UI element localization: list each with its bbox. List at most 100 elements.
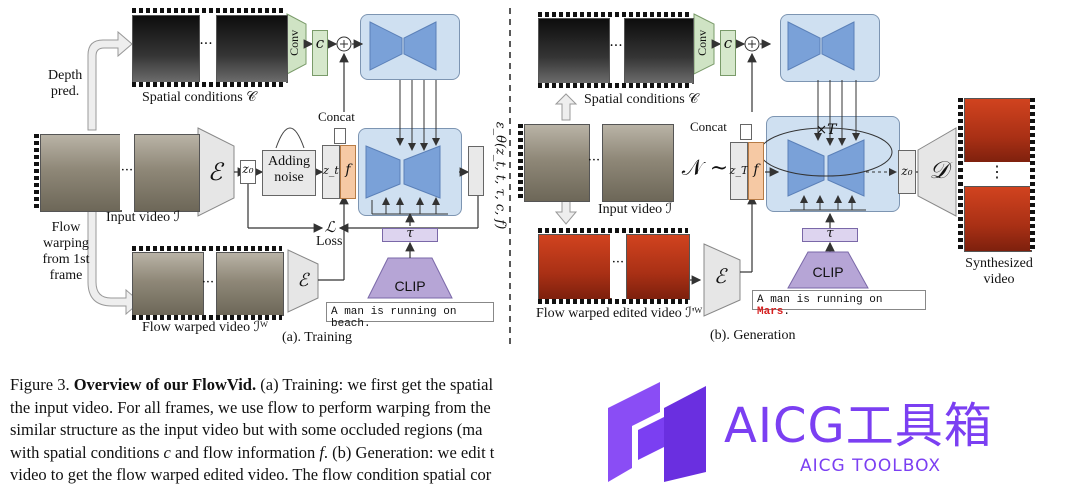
input-video-label: Input video ℐ	[106, 210, 181, 225]
gen-z0-box	[898, 150, 916, 194]
watermark-title: AICG工具箱	[724, 398, 993, 454]
gen-f-box	[748, 142, 764, 200]
tau-box	[382, 228, 438, 242]
caption-line-5: video to get the flow warped edited vide…	[10, 465, 492, 485]
film-strip	[132, 315, 282, 320]
synth-frame	[964, 186, 1032, 252]
caption-line-4-pre: with spatial conditions	[10, 442, 164, 462]
synthesized-video-label: Synthesized video	[965, 256, 1033, 288]
caption-line-4-mid: and flow information	[170, 442, 320, 462]
depth-frame	[132, 15, 200, 83]
watermark-logo-icon	[608, 382, 706, 482]
caption-figure-label: Figure 3.	[10, 375, 74, 394]
z0-symbol: z₀	[242, 162, 254, 176]
f-box	[340, 145, 356, 199]
ellipsis: ···	[609, 38, 623, 54]
noise-symbol: 𝒩 ~	[681, 156, 729, 181]
diagram-lines	[87, 8, 957, 345]
input-frame	[134, 134, 200, 212]
watermark-subtitle: AICG TOOLBOX	[800, 456, 942, 476]
gen-concat-label: Concat	[690, 119, 727, 134]
gen-encoder-symbol: ℰ	[713, 264, 727, 288]
gen-tau-symbol: τ	[826, 226, 834, 241]
concat-stub	[334, 128, 346, 144]
gen-clip-label: CLIP	[812, 264, 844, 280]
adding-noise-label: Adding noise	[268, 154, 310, 186]
c-box	[312, 30, 328, 76]
zT-box	[730, 142, 748, 200]
ellipsis: ···	[611, 255, 625, 270]
film-strip	[538, 83, 692, 88]
gen-prompt-prefix: A man is running on	[757, 294, 883, 306]
training-caption: (a). Training	[282, 330, 352, 345]
frame-gap	[120, 134, 134, 210]
caption-line-1-rest: (a) Training: we first get the spatial	[256, 375, 494, 394]
depth-frame	[538, 18, 610, 84]
epsilon-label: ε_θ(z_t, t, τ, c, f)	[492, 121, 508, 230]
film-strip	[132, 246, 282, 251]
input-frame	[40, 134, 122, 212]
conv-label: Conv	[287, 29, 302, 56]
film-strip	[34, 134, 39, 210]
edited-frame	[626, 234, 690, 300]
warped-frame	[132, 252, 204, 316]
depth-frame	[624, 18, 694, 84]
film-strip	[132, 82, 286, 87]
caption-line-2: the input video. For all frames, we use …	[10, 397, 491, 417]
c-symbol: c	[315, 34, 325, 52]
film-strip	[518, 124, 523, 200]
film-strip	[1030, 98, 1035, 250]
frame-gap	[610, 234, 626, 298]
gen-z0-symbol: z₀	[901, 164, 913, 178]
clip-label: CLIP	[394, 278, 426, 294]
gen-conv-label: Conv	[695, 29, 710, 56]
film-strip	[538, 299, 688, 304]
training-prompt-box: A man is running on beach.	[326, 302, 494, 330]
adding-noise-box	[262, 150, 316, 196]
loss-symbol: ℒ	[324, 218, 336, 236]
zt-box	[322, 145, 340, 199]
encoder-symbol: ℰ	[207, 158, 223, 186]
gen-tau-box	[802, 228, 858, 242]
loss-label: Loss	[316, 234, 343, 249]
ellipsis: ···	[201, 275, 215, 290]
loop-times-T: ×T	[815, 122, 837, 138]
caption-title: Overview of our FlowVid.	[73, 375, 257, 394]
gen-c-symbol: c	[723, 34, 733, 52]
film-strip	[538, 12, 692, 17]
gen-prompt-highlight: Mars	[757, 306, 784, 318]
figure-caption: Figure 3. Overview of our FlowVid. (a) T…	[10, 374, 566, 487]
gen-spatial-conditions-label: Spatial conditions 𝒞	[584, 92, 699, 107]
caption-c: c	[163, 442, 171, 462]
flow-warping-label: Flow warping from 1st frame	[42, 220, 90, 284]
caption-line-3: similar structure as the input video but…	[10, 420, 483, 440]
gen-caption: (b). Generation	[710, 328, 796, 343]
f-symbol: f	[345, 162, 351, 178]
gen-prompt-box: A man is running on Mars.	[752, 290, 926, 318]
ellipsis: ···	[199, 36, 213, 52]
concat-label: Concat	[318, 109, 355, 124]
caption-line-4-post: . (b) Generation: we edit t	[323, 442, 495, 462]
gen-input-frame	[524, 124, 590, 202]
flow-warped-video-label: Flow warped video ℐᵂ	[142, 320, 268, 335]
zt-symbol: z_t	[323, 164, 339, 177]
edited-frame	[538, 234, 612, 300]
caption-line-1: Figure 3. Overview of our FlowVid. (a) T…	[10, 374, 566, 397]
decoder-symbol: 𝒟	[929, 156, 949, 184]
ellipsis: ···	[120, 163, 134, 178]
encoder-small-symbol: ℰ	[297, 270, 309, 291]
spatial-conditions-label: Spatial conditions 𝒞	[142, 90, 257, 105]
caption-f: f	[319, 442, 324, 462]
gen-f-symbol: f	[753, 162, 759, 178]
gen-concat-stub	[740, 124, 752, 140]
warped-frame	[216, 252, 284, 316]
ellipsis: ···	[587, 153, 601, 168]
gen-input-video-label: Input video ℐ	[598, 202, 673, 217]
caption-line-4: with spatial conditions c and flow infor…	[10, 442, 566, 465]
z0-box	[240, 160, 256, 184]
vertical-ellipsis: ⋮	[989, 162, 1005, 181]
synth-frame	[964, 98, 1032, 164]
film-strip	[132, 8, 286, 13]
depth-frame	[216, 15, 288, 83]
gen-prompt-suffix: .	[783, 306, 791, 318]
